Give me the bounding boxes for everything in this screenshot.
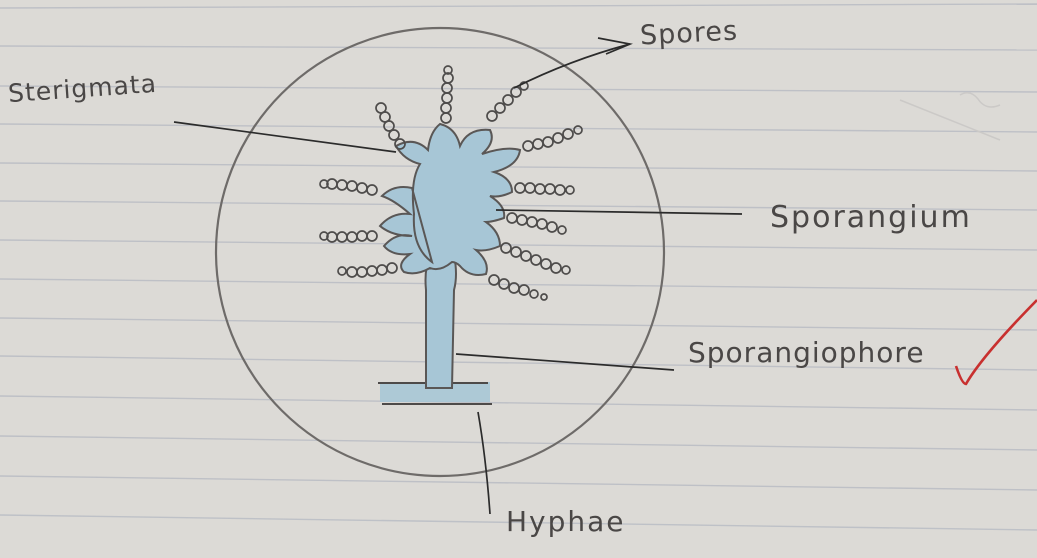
- spore-chain-right-1: [523, 126, 582, 151]
- pointer-sporangium: [496, 210, 742, 214]
- tick-mark: [956, 300, 1037, 384]
- label-sporangiophore: Sporangiophore: [688, 336, 925, 369]
- sporangiophore-stalk: [426, 255, 457, 388]
- spore-chain-upper-left: [376, 103, 405, 149]
- stray-pencil-marks: [900, 93, 1000, 140]
- label-sporangium: Sporangium: [770, 200, 972, 235]
- spore-chain-left-1: [320, 179, 377, 195]
- label-hyphae: Hyphae: [506, 505, 626, 538]
- spore-chain-right-3: [507, 213, 566, 234]
- pointer-hyphae: [478, 412, 490, 514]
- label-spores: Spores: [639, 15, 738, 51]
- spore-chain-right-5: [489, 275, 547, 300]
- spore-chain-left-2: [320, 231, 377, 242]
- sporangium-head: [380, 124, 520, 275]
- spore-chain-right-4: [501, 243, 570, 274]
- spore-chain-upper-right: [487, 82, 528, 121]
- spore-chain-top: [441, 66, 453, 123]
- spore-chain-right-2: [515, 183, 574, 195]
- spore-chain-left-3: [338, 263, 397, 277]
